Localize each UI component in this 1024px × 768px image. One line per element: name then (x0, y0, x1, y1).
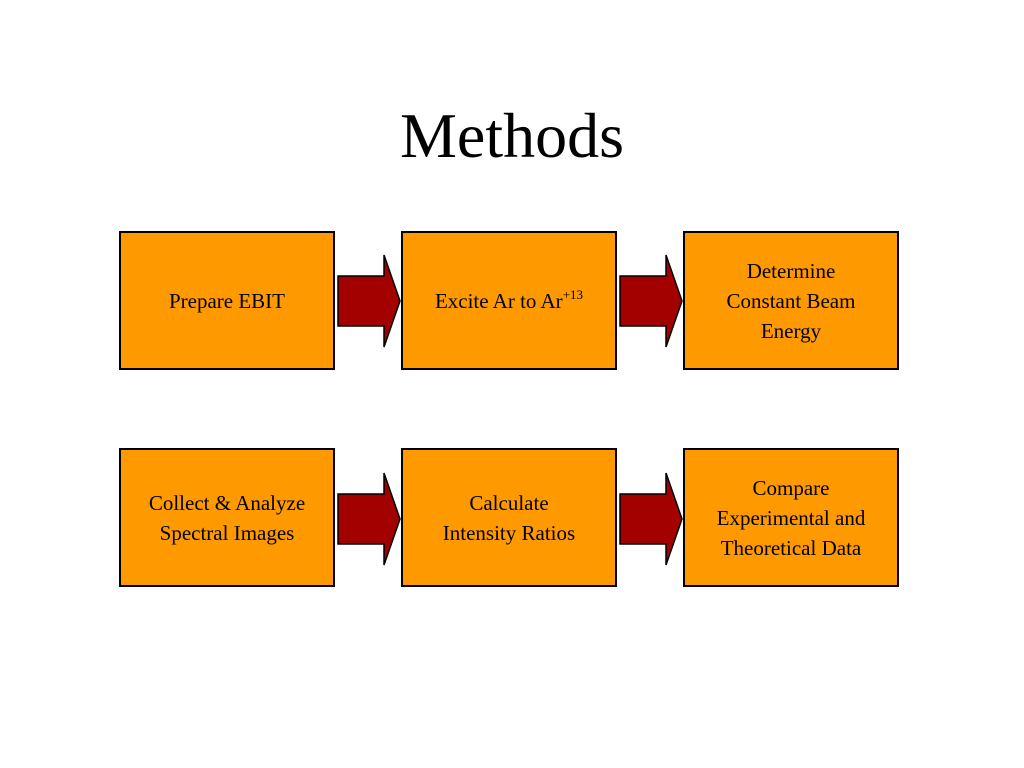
step-label-line: Prepare EBIT (168, 288, 286, 313)
step-box-calculate-ratios: Calculate Intensity Ratios (401, 448, 617, 587)
step-label-line: Collect & Analyze (148, 490, 306, 515)
step-label: Calculate Intensity Ratios (443, 488, 575, 548)
step-label: Prepare EBIT (169, 286, 285, 316)
flow-arrow-right (337, 472, 401, 566)
step-label-line: Determine (746, 258, 836, 283)
step-label-line: Calculate (469, 490, 549, 515)
step-label-line: Spectral Images (159, 520, 295, 545)
step-box-determine-beam-energy: Determine Constant Beam Energy (683, 231, 899, 370)
step-label-line: Intensity Ratios (442, 520, 576, 545)
step-label: Collect & Analyze Spectral Images (149, 488, 305, 548)
step-label-line: Energy (760, 318, 822, 343)
step-box-excite-ar: Excite Ar to Ar+13 (401, 231, 617, 370)
arrow-right-icon (337, 472, 401, 566)
arrow-right-icon (337, 254, 401, 348)
step-box-compare-data: Compare Experimental and Theoretical Dat… (683, 448, 899, 587)
step-label-line: Compare (752, 475, 830, 500)
arrow-right-icon (619, 472, 683, 566)
step-box-prepare-ebit: Prepare EBIT (119, 231, 335, 370)
step-label-line: Theoretical Data (720, 535, 862, 560)
flow-arrow-right (619, 472, 683, 566)
step-label: Excite Ar to Ar+13 (435, 286, 583, 316)
arrow-right-icon (619, 254, 683, 348)
slide-title: Methods (400, 100, 624, 171)
flow-arrow-right (619, 254, 683, 348)
step-box-collect-analyze: Collect & Analyze Spectral Images (119, 448, 335, 587)
step-label-text: Excite Ar to Ar (434, 288, 563, 313)
step-label: Determine Constant Beam Energy (727, 256, 856, 346)
flow-arrow-right (337, 254, 401, 348)
step-label-superscript: +13 (562, 286, 584, 302)
step-label-line: Experimental and (716, 505, 866, 530)
step-label-line: Constant Beam (726, 288, 856, 313)
step-label: Compare Experimental and Theoretical Dat… (717, 473, 866, 563)
